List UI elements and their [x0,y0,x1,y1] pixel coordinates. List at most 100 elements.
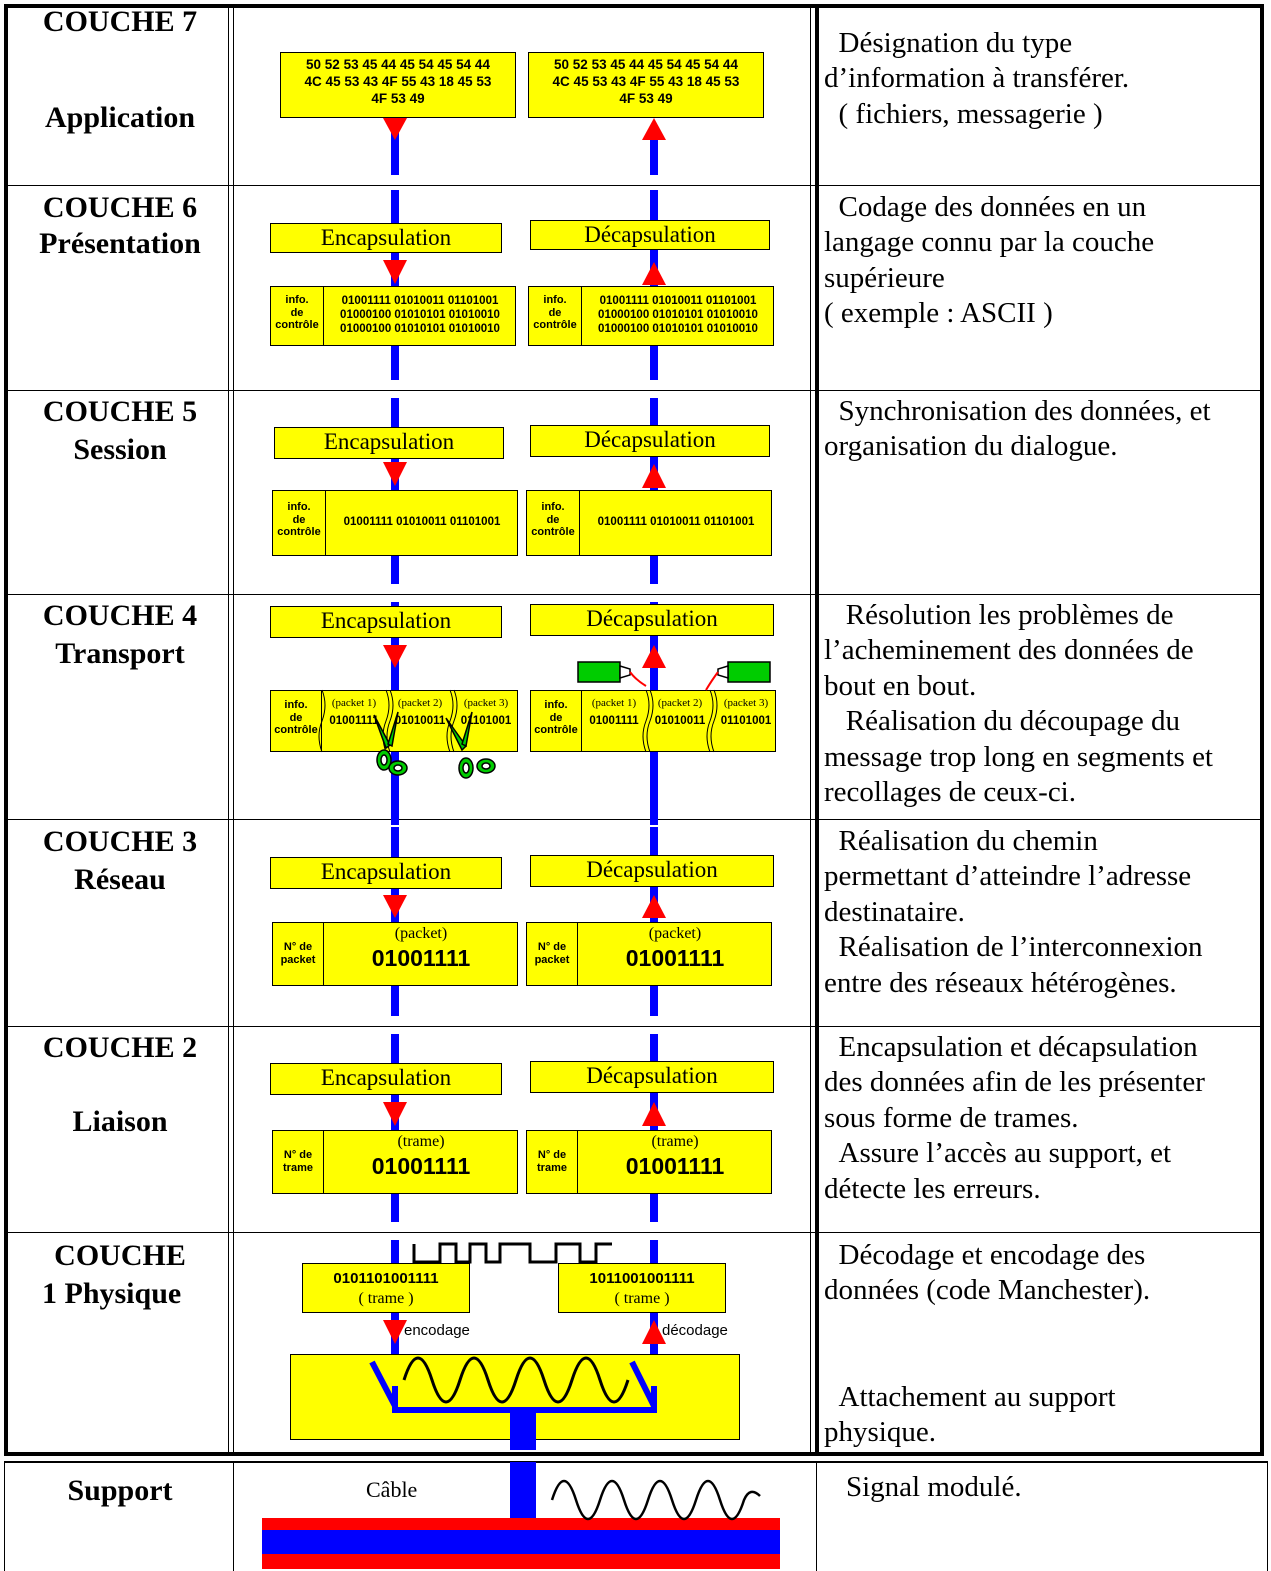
cable-label: Câble [366,1477,418,1502]
hex-line: 4C 45 53 43 4F 55 43 18 45 53 [552,73,740,89]
encapsulation-label: Encapsulation [274,427,504,459]
bits-block: 01010011 [654,715,706,727]
encapsulation-label: Encapsulation [270,223,502,253]
layer-4-name: Transport [55,637,185,670]
col-divider-1 [228,8,229,1452]
physical-attachment-box [290,1354,740,1440]
hex-line: 4C 45 53 43 4F 55 43 18 45 53 [304,73,492,89]
layer-6-title: COUCHE 6 [42,191,198,224]
col-divider-1b [233,8,234,1452]
packet-label: (packet 2) [657,697,703,709]
decoding-label: décodage [662,1322,728,1339]
row-divider [8,819,1260,820]
layer-7-title: COUCHE 7 [42,5,198,38]
frame-bits: 01001111 [371,1153,471,1179]
bits-block: 01001111 01010011 01101001 [597,516,755,528]
physical-sublabel: ( trame ) [614,1290,670,1307]
encapsulation-label: Encapsulation [270,606,502,638]
layer-1-name: 1 Physique [42,1277,182,1310]
physical-bits: 0101101001111 [333,1270,439,1287]
packet-label: (packet 1) [331,697,377,709]
layer-2-desc: Encapsulation et décapsulation des donné… [824,1031,1205,1205]
packet-label: (packet 3) [463,697,509,709]
col-divider-2 [810,8,811,1452]
layer-6-name: Présentation [39,227,201,260]
support-title: Support [67,1474,173,1507]
packet-bits: 01001111 [625,945,725,971]
layer-1-title: COUCHE [54,1239,186,1272]
encoding-label: encodage [404,1322,470,1339]
physical-bits: 1011001001111 [589,1270,695,1287]
hex-line: 50 52 53 45 44 45 54 45 54 44 [554,57,738,72]
receiver-physical-frame: 1011001001111 ( trame ) [558,1263,726,1313]
osi-table-frame [4,4,1264,1456]
bits-block: 01001111 [589,715,639,727]
packet-label: (packet 1) [591,697,637,709]
layer-5-name: Session [73,433,167,466]
layer-5-title: COUCHE 5 [42,395,198,428]
layer-2-name: Liaison [72,1105,168,1138]
decapsulation-label: Décapsulation [530,855,774,887]
hex-line: 4F 53 49 [619,90,673,106]
frame-sublabel: (trame) [651,1133,699,1150]
layer-3-desc: Réalisation du chemin permettant d’attei… [824,825,1203,999]
packet-label: (packet 3) [723,697,769,709]
decapsulation-label: Décapsulation [530,604,774,636]
sender-hex-box: 50 52 53 45 44 45 54 45 54 44 4C 45 53 4… [280,52,516,118]
layer-3-name: Réseau [74,863,166,896]
packet-bits: 01001111 [371,945,471,971]
row-divider [8,390,1260,391]
row-divider [8,1026,1260,1027]
support-col-divider [816,1461,817,1571]
packet-label: (packet 2) [397,697,443,709]
layer-1-desc: Décodage et encodage des données (code M… [824,1239,1151,1448]
col-divider-2-thick [815,8,819,1452]
decapsulation-label: Décapsulation [530,1061,774,1093]
frame-bits: 01001111 [625,1153,725,1179]
layer-7-name: Application [44,101,196,134]
physical-sublabel: ( trame ) [358,1290,414,1307]
bits-block: 01101001 [460,715,512,727]
bits-block: 01001111 01010011 01101001 [343,516,501,528]
support-row [4,1461,1268,1571]
layer-4-title: COUCHE 4 [42,599,198,632]
layer-7-desc: Désignation du type d’information à tran… [824,27,1130,130]
row-divider [8,594,1260,595]
row-divider [8,185,1260,186]
support-desc: Signal modulé. [846,1471,1022,1503]
layer-3-title: COUCHE 3 [42,825,198,858]
layer-2-title: COUCHE 2 [42,1031,198,1064]
bits-block: 01101001 [720,715,772,727]
decapsulation-label: Décapsulation [530,220,770,250]
hex-line: 50 52 53 45 44 45 54 45 54 44 [306,57,490,72]
bits-block: 01001111 [329,715,379,727]
hex-line: 4F 53 49 [371,90,425,106]
encapsulation-label: Encapsulation [270,1063,502,1095]
layer-4-desc: Résolution les problèmes de l’achemineme… [824,599,1213,808]
packet-sublabel: (packet) [648,925,702,942]
sender-physical-frame: 0101101001111 ( trame ) [302,1263,470,1313]
support-col-divider [233,1461,234,1571]
row-divider [8,1232,1260,1233]
layer-6-desc: Codage des données en un langage connu p… [824,191,1155,330]
frame-sublabel: (trame) [397,1133,445,1150]
